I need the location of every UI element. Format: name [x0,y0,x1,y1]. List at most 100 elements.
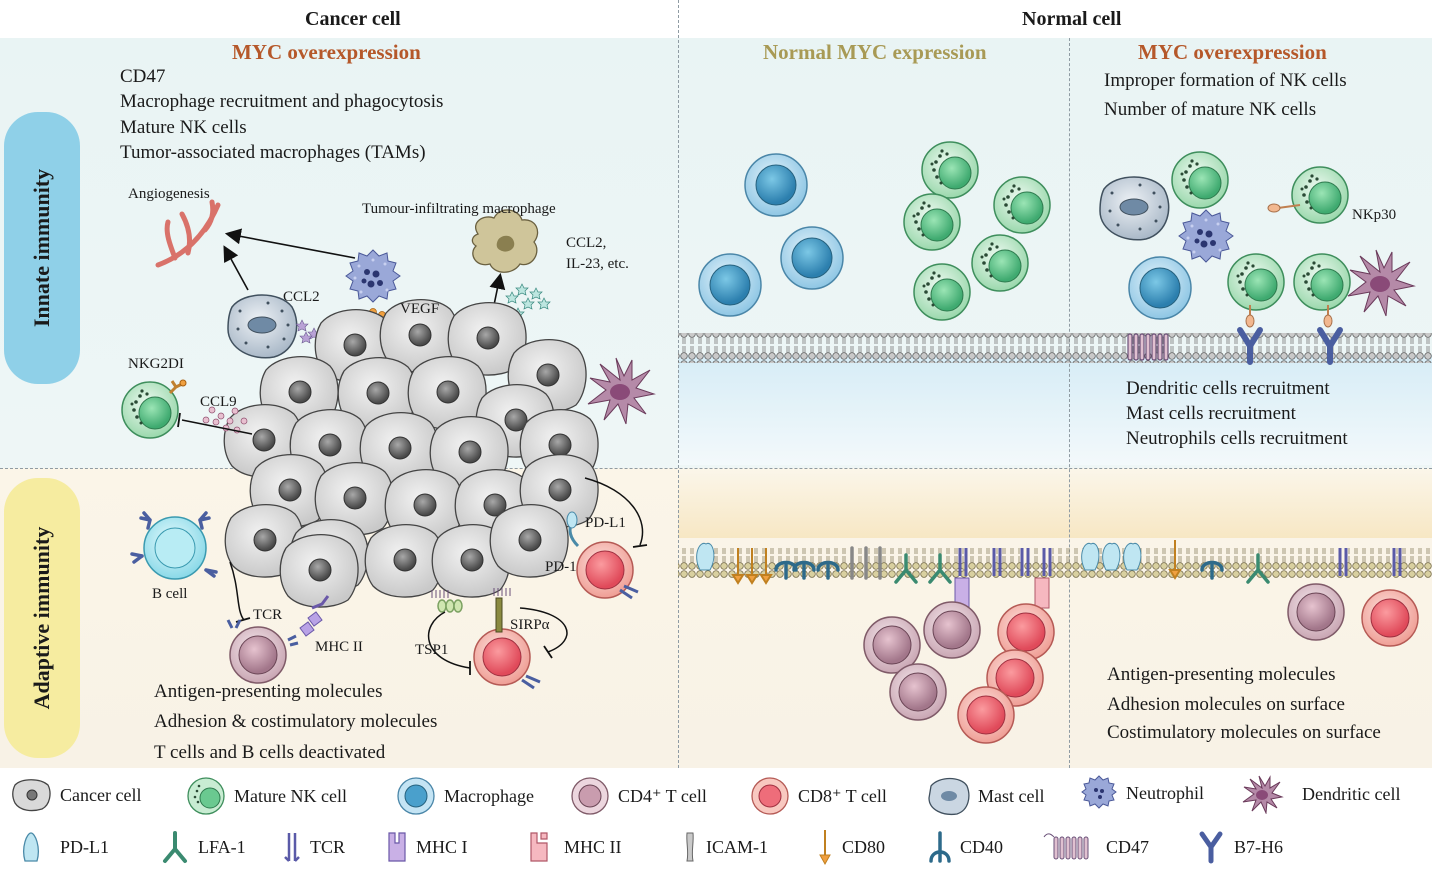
cancer-innate-item: Tumor-associated macrophages (TAMs) [120,142,426,163]
ccl9-particles [202,406,248,434]
legend-cd80: CD80 [816,828,885,866]
recruit-item: Neutrophils cells recruitment [1126,428,1348,449]
b7-h6-on-membrane [1237,327,1343,365]
lfa-1-icon [163,831,187,863]
mhc-i-icon [388,832,406,862]
cancer-adaptive-item: Antigen-presenting molecules [154,681,383,702]
legend-b7-h6: B7-H6 [1196,830,1283,864]
mhc-ii-icon [530,832,548,862]
tsp1-label: TSP1 [415,642,449,658]
normal-cell-header: Normal cell [1022,8,1122,30]
normal-divider [1069,38,1070,768]
immunity-divider [0,468,1432,469]
legend-label: CD4⁺ T cell [618,785,707,806]
cancer-cell-header: Cancer cell [305,8,401,30]
nkp30-label: NKp30 [1352,207,1397,223]
legend-cd8-t-cell: CD8⁺ T cell [750,776,887,816]
pd-l1-label: PD-L1 [585,515,626,531]
legend-label: CD40 [960,836,1004,857]
neutrophil-icon [1081,775,1117,809]
legend-label: PD-L1 [60,836,109,857]
normal-adaptive-item: Adhesion molecules on surface [1107,694,1345,715]
ccl2-label: CCL2 [283,289,320,305]
cd47-on-membrane [1127,333,1169,361]
mature-nk-cell-icon [187,777,225,815]
cancer-cell-icon [12,779,51,812]
cancer-adaptive-item: Adhesion & costimulatory molecules [154,711,438,732]
recruit-item: Dendritic cells recruitment [1126,378,1330,399]
vegf-label: VEGF [400,301,440,317]
legend-tcr: TCR [282,830,345,864]
main-divider [678,0,679,768]
b-cell [130,511,218,580]
b-cell-label: B cell [152,586,188,602]
legend-label: MHC I [416,836,468,857]
cd47-on-tumor [431,588,511,598]
legend-lfa-1: LFA-1 [160,830,246,864]
legend-label: CD8⁺ T cell [798,785,887,806]
angiogenesis-label: Angiogenesis [128,186,210,202]
normal-myc-over-header: MYC overexpression [1138,40,1327,64]
cancer-myc-over-header: MYC overexpression [232,40,421,64]
adaptive-pill: Adaptive immunity [4,478,80,758]
legend-label: LFA-1 [198,836,246,857]
legend-label: B7-H6 [1234,836,1283,857]
membrane-molecules-lower [696,540,1402,609]
sirpa-label: SIRPα [510,617,550,633]
normal-over-innate-item: Improper formation of NK cells [1104,70,1347,91]
cd80-icon [819,830,831,866]
legend: Cancer cell Mature NK cell Macrophage CD… [0,770,1432,879]
cancer-innate-item: Mature NK cells [120,117,247,138]
legend-cd4-t-cell: CD4⁺ T cell [570,776,707,816]
legend-label: ICAM-1 [706,836,768,857]
legend-label: Macrophage [444,785,534,806]
legend-label: CD80 [842,836,886,857]
cancer-adaptive-item: T cells and B cells deactivated [154,742,386,763]
mast-cell-icon [928,777,970,816]
normal-myc-header: Normal MYC expression [763,40,987,64]
cd40-icon [929,831,951,863]
legend-label: CD47 [1106,836,1150,857]
ccl2-il23-label-2: IL-23, etc. [566,256,629,272]
legend-mature-nk-cell: Mature NK cell [186,776,347,816]
macrophage-icon [397,777,435,815]
cd47-icon [1043,833,1089,860]
legend-label: Mast cell [978,785,1045,806]
legend-label: MHC II [564,836,622,857]
cd8-t-cell-icon [751,777,789,815]
icam-1-icon [686,832,694,862]
legend-label: Neutrophil [1126,782,1204,803]
legend-macrophage: Macrophage [396,776,534,816]
ccl2-il23-label-1: CCL2, [566,235,607,251]
legend-label: TCR [310,836,346,857]
legend-pd-l1: PD-L1 [20,830,109,864]
legend-cd40: CD40 [928,830,1003,864]
legend-dendritic-cell: Dendritic cell [1240,774,1400,814]
b7-h6-icon [1199,831,1223,864]
legend-icam-1: ICAM-1 [682,830,768,864]
legend-mhc-ii: MHC II [528,830,622,864]
tcr-label: TCR [253,607,283,623]
legend-cd47: CD47 [1042,830,1149,864]
legend-neutrophil: Neutrophil [1080,774,1204,812]
tumour-macrophage-label: Tumour-infiltrating macrophage [362,201,556,217]
cancer-innate-item: CD47 [120,66,166,87]
pd-l1-icon [23,832,39,862]
nkg2di-label: NKG2DI [128,356,184,372]
ccl9-label: CCL9 [200,394,237,410]
legend-mhc-i: MHC I [386,830,468,864]
mhc2-label: MHC II [315,639,363,655]
angiogenesis-vessel [155,199,221,268]
recruit-item: Mast cells recruitment [1126,403,1296,424]
legend-label: Cancer cell [60,784,142,805]
membrane-band-lower [678,468,1432,538]
legend-label: Dendritic cell [1302,783,1401,804]
diagram-illustration [121,141,1432,744]
tsp1-receptor [437,599,463,613]
legend-label: Mature NK cell [234,785,347,806]
normal-adaptive-item: Costimulatory molecules on surface [1107,722,1381,743]
tcr-icon [284,833,300,862]
legend-cancer-cell: Cancer cell [12,778,141,812]
normal-over-innate-item: Number of mature NK cells [1104,99,1317,120]
